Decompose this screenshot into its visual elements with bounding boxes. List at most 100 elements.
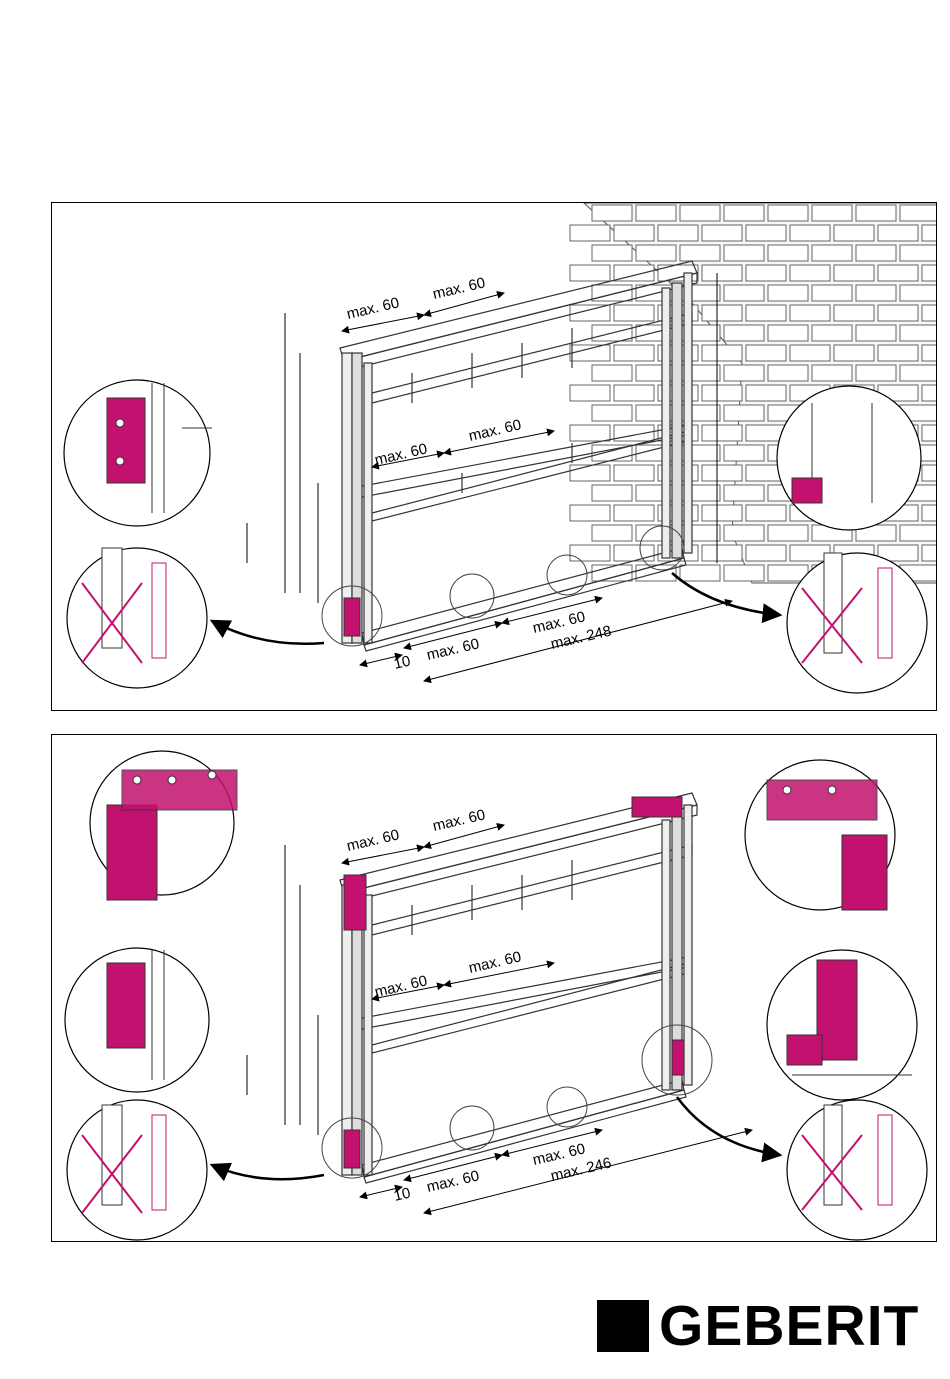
brick [768, 565, 808, 581]
logo-square-icon [597, 1300, 649, 1352]
brick [812, 285, 852, 301]
brick [570, 265, 610, 281]
brick [856, 205, 896, 221]
brick [592, 485, 632, 501]
brick [922, 465, 937, 481]
brick [702, 345, 742, 361]
brand-name: GEBERIT [659, 1300, 919, 1352]
brick [768, 245, 808, 261]
brick-wall-icon [570, 203, 937, 583]
bracket-detail-icon [64, 380, 212, 526]
brick [856, 365, 896, 381]
brick [614, 225, 654, 241]
brick [922, 385, 937, 401]
brick [724, 525, 764, 541]
brick [592, 245, 632, 261]
brick [922, 225, 937, 241]
anchor-bolt-icon [787, 1100, 927, 1240]
brick [790, 345, 830, 361]
frame-diagram-freestanding: max. 60 max. 60 max. 60 max. 60 10 max. … [52, 735, 937, 1242]
brick [878, 225, 918, 241]
brick [592, 205, 632, 221]
brick [768, 365, 808, 381]
brick [812, 205, 852, 221]
brick [724, 485, 764, 501]
brick [900, 525, 937, 541]
dim-bottom-gap: 10 [392, 1185, 412, 1205]
brick [856, 245, 896, 261]
brick [900, 365, 937, 381]
installation-panel-freestanding: max. 60 max. 60 max. 60 max. 60 10 max. … [51, 734, 937, 1242]
bracket-icon [344, 875, 366, 930]
brick [768, 325, 808, 341]
brick [702, 545, 742, 561]
brick [724, 285, 764, 301]
arrow-icon [677, 1097, 780, 1155]
brick [834, 345, 874, 361]
brick [746, 225, 786, 241]
dim-top-mid: max. 60 [431, 806, 487, 835]
arrow-icon [212, 1165, 324, 1179]
installation-panel-wall: max. 60 max. 60 max. 60 max. 60 10 max. … [51, 202, 937, 711]
brick [834, 305, 874, 321]
brick [900, 245, 937, 261]
brick [592, 365, 632, 381]
brick [724, 245, 764, 261]
brick [790, 225, 830, 241]
brick [746, 305, 786, 321]
bracket-icon [344, 598, 360, 636]
bolt-crossed-icon [67, 548, 207, 688]
bracket-icon [632, 797, 682, 817]
brick [900, 205, 937, 221]
brick [614, 385, 654, 401]
bracket-detail-icon [767, 950, 917, 1100]
brand-logo: GEBERIT [597, 1300, 919, 1352]
brick [812, 245, 852, 261]
arrow-icon [212, 621, 324, 644]
brick [636, 245, 676, 261]
brick [746, 385, 786, 401]
bracket-icon [672, 1040, 684, 1075]
brick [614, 345, 654, 361]
brick [746, 545, 786, 561]
dim-mid-left: max. 60 [373, 972, 429, 1001]
brick [702, 425, 742, 441]
brick [570, 505, 610, 521]
brick [570, 545, 610, 561]
brick [878, 265, 918, 281]
brick [878, 305, 918, 321]
dim-bottom-left: max. 60 [425, 635, 481, 664]
brick [614, 465, 654, 481]
brick [922, 545, 937, 561]
brick [702, 465, 742, 481]
brick [680, 245, 720, 261]
brick [614, 545, 654, 561]
brick [746, 505, 786, 521]
brick [636, 205, 676, 221]
brick [790, 305, 830, 321]
dim-top-left: max. 60 [345, 294, 401, 323]
brick [812, 365, 852, 381]
brick [592, 565, 632, 581]
brick [812, 325, 852, 341]
brick [702, 305, 742, 321]
brick [680, 565, 720, 581]
brick [592, 285, 632, 301]
brick [900, 325, 937, 341]
brick [614, 505, 654, 521]
dim-bottom-left: max. 60 [425, 1167, 481, 1196]
brick [724, 445, 764, 461]
dim-mid-left: max. 60 [373, 440, 429, 469]
brick [592, 405, 632, 421]
brick [856, 285, 896, 301]
brick [570, 465, 610, 481]
anchor-bolt-icon [787, 553, 927, 693]
brick [614, 305, 654, 321]
brick [768, 525, 808, 541]
brick [702, 225, 742, 241]
dim-mid-mid: max. 60 [467, 948, 523, 977]
brick [570, 385, 610, 401]
brick [724, 405, 764, 421]
brick [922, 345, 937, 361]
bracket-icon [344, 1130, 360, 1168]
